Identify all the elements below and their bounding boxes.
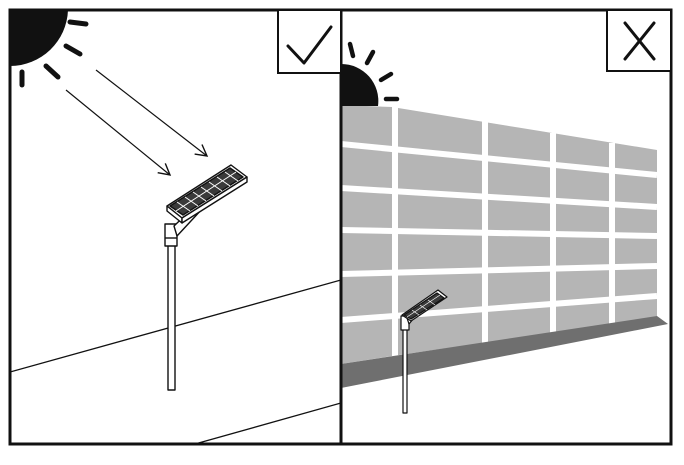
panel-correct <box>10 10 341 444</box>
light-pole <box>167 239 176 391</box>
solar-street-light <box>400 289 448 414</box>
sunlight-ray-arrows <box>65 69 209 176</box>
solar-street-light <box>164 164 248 391</box>
brick-mortar-lines <box>341 106 658 356</box>
panel-incorrect <box>341 10 671 444</box>
wall-shadow <box>341 316 668 388</box>
x-mark-icon <box>623 21 656 61</box>
light-pole <box>402 326 408 414</box>
incorrect-badge <box>606 9 672 72</box>
brick-wall <box>341 105 658 364</box>
correct-badge <box>277 9 342 74</box>
checkmark-icon <box>286 25 333 65</box>
sun-icon <box>341 41 400 106</box>
sun-icon <box>10 10 89 88</box>
